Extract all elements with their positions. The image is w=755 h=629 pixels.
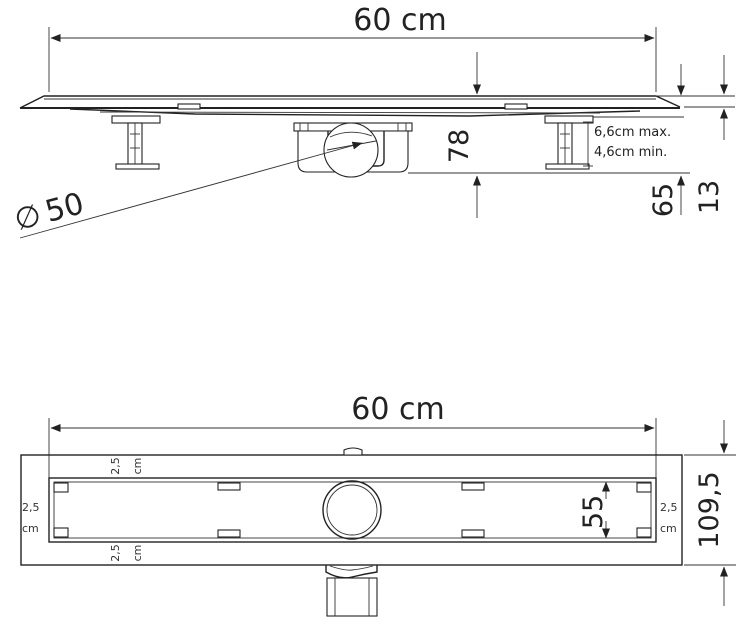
grate-frame xyxy=(48,477,657,543)
top-tab xyxy=(343,447,363,456)
adjustment-range: 6,6cm max. 4,6cm min. xyxy=(583,116,684,167)
margin-top-value: 2,5 xyxy=(109,457,122,475)
inner-width-label: 55 xyxy=(578,495,609,529)
margin-bottom-value: 2,5 xyxy=(109,544,122,562)
top-width-label: 60 cm xyxy=(351,392,444,427)
outer-width-label: 109,5 xyxy=(694,471,725,548)
margin-right-value: 2,5 xyxy=(660,501,678,514)
height-78-dimension: 78 xyxy=(408,52,690,218)
top-view: 60 cm xyxy=(20,392,736,617)
height-65-dimension: 65 xyxy=(648,64,700,217)
margin-right-unit: cm xyxy=(660,522,677,535)
outlet-pipe-top xyxy=(325,565,378,617)
top-width-dimension: 60 cm xyxy=(48,392,657,480)
margin-bottom-unit: cm xyxy=(131,545,144,562)
margin-label-bottom: 2,5 cm xyxy=(109,544,144,562)
grate-inner xyxy=(53,481,652,539)
margin-top-unit: cm xyxy=(131,458,144,475)
diameter-dimension: ∅ 50 xyxy=(11,141,363,239)
margin-left-unit: cm xyxy=(22,522,39,535)
diameter-symbol: ∅ xyxy=(11,198,45,239)
inner-width-dimension: 55 xyxy=(578,481,610,539)
height-65-label: 65 xyxy=(648,183,679,217)
margin-label-right: 2,5 cm xyxy=(660,501,678,535)
siphon-body xyxy=(293,122,413,178)
diameter-label: 50 xyxy=(42,186,88,230)
drain-channel-side xyxy=(19,95,681,117)
grate-clips xyxy=(53,482,652,538)
outlet-pipe xyxy=(323,122,379,178)
height-13-dimension: 13 xyxy=(684,55,735,214)
right-mounting-foot xyxy=(544,115,594,170)
drain-hole xyxy=(322,480,382,540)
height-78-label: 78 xyxy=(444,129,475,163)
margin-label-left: 2,5 cm xyxy=(22,501,40,535)
side-width-dimension: 60 cm xyxy=(48,3,657,92)
adjustment-min-label: 4,6cm min. xyxy=(594,145,667,160)
margin-left-value: 2,5 xyxy=(22,501,40,514)
side-view: 60 cm xyxy=(11,3,735,239)
side-width-label: 60 cm xyxy=(353,3,446,38)
adjustment-max-label: 6,6cm max. xyxy=(594,125,671,140)
height-13-label: 13 xyxy=(694,180,725,214)
margin-label-top: 2,5 cm xyxy=(109,457,144,475)
left-mounting-foot xyxy=(111,115,161,170)
drain-frame xyxy=(20,447,683,566)
outer-width-dimension: 109,5 xyxy=(684,420,736,606)
